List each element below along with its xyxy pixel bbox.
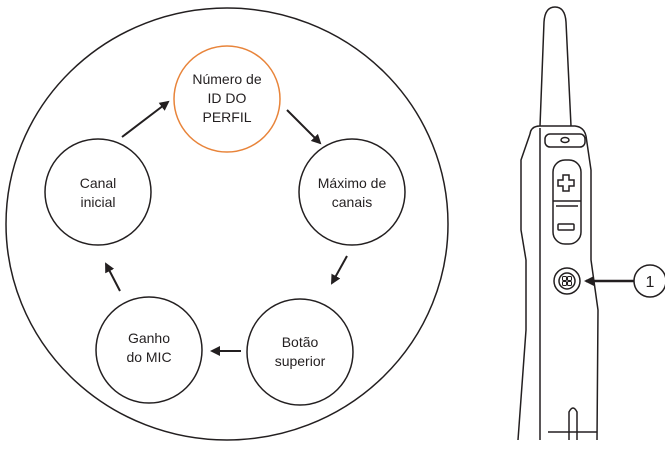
cycle-outer-circle xyxy=(5,7,449,441)
node-top-button: Botão superior xyxy=(246,298,354,406)
node-label-line: do MIC xyxy=(126,349,171,365)
radio-bottom-slot xyxy=(568,407,578,440)
callout-label: 1 xyxy=(646,274,655,291)
volume-plus-icon xyxy=(557,174,575,192)
node-label-line: PERFIL xyxy=(202,109,251,125)
radio-top-cap xyxy=(529,125,587,137)
radio-antenna xyxy=(539,6,572,127)
program-button-glyph xyxy=(562,276,572,286)
node-label-line: Número de xyxy=(192,71,261,87)
node-initial-channel: Canal inicial xyxy=(44,138,152,246)
node-circle-mic-gain xyxy=(95,296,203,404)
callout-circle xyxy=(633,264,665,298)
node-circle-max-channels xyxy=(298,138,406,246)
radio-latch-dot xyxy=(560,136,570,144)
program-button-inner xyxy=(558,272,576,290)
node-label-line: Ganho xyxy=(128,330,170,346)
radio-side-view xyxy=(517,6,599,441)
arrow-initial-to-profile xyxy=(121,100,170,138)
arrow-profile-to-max xyxy=(286,109,322,145)
node-label-line: ID DO xyxy=(208,90,247,106)
arrow-max-to-top xyxy=(331,255,348,285)
radio-body xyxy=(517,133,599,441)
node-label-line: Canal xyxy=(80,175,117,191)
node-circle-top-button xyxy=(246,298,354,406)
node-label-line: Botão xyxy=(282,334,319,350)
program-button xyxy=(553,267,581,295)
node-circle-profile-id xyxy=(173,45,281,153)
arrow-mic-to-initial xyxy=(105,262,121,292)
volume-rocker xyxy=(552,159,582,245)
node-max-channels: Máximo de canais xyxy=(298,138,406,246)
volume-minus-icon xyxy=(557,223,575,231)
node-label-line: superior xyxy=(275,353,326,369)
node-label-line: inicial xyxy=(80,194,115,210)
radio-latch xyxy=(544,133,586,148)
node-label-line: canais xyxy=(332,194,372,210)
node-label-line: Máximo de xyxy=(318,175,387,191)
node-profile-id: Número de ID DO PERFIL xyxy=(173,45,281,153)
node-circle-initial-channel xyxy=(44,138,152,246)
node-mic-gain: Ganho do MIC xyxy=(95,296,203,404)
